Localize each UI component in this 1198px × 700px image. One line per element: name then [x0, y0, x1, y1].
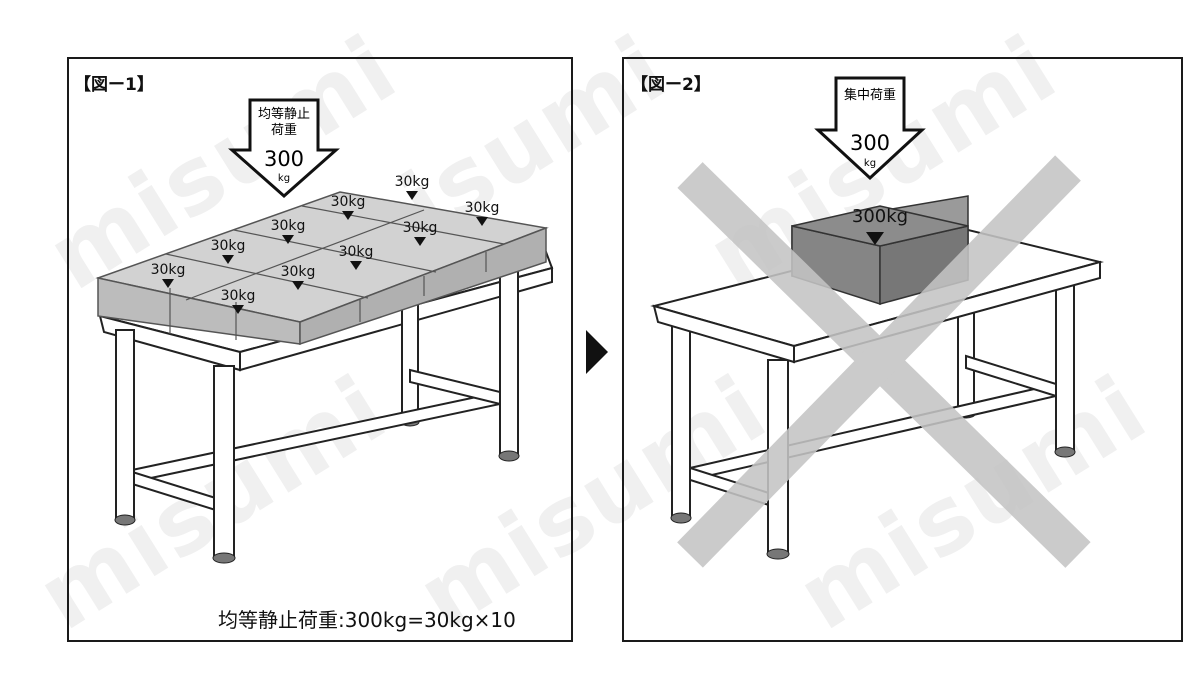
box-label: 30kg — [221, 288, 256, 304]
arrow-unit: kg — [864, 158, 876, 169]
down-triangle-icon — [866, 232, 884, 245]
down-triangle-icon — [222, 255, 234, 264]
box-label: 30kg — [331, 194, 366, 210]
arrow-label: 集中荷重 — [844, 87, 896, 103]
box-label: 30kg — [211, 238, 246, 254]
down-triangle-icon — [342, 211, 354, 220]
down-triangle-icon — [282, 235, 294, 244]
box-label: 300kg — [852, 206, 908, 227]
prohibited-cross-icon — [677, 155, 1091, 568]
down-triangle-icon — [476, 217, 488, 226]
arrow-value: 300 — [264, 147, 304, 171]
down-triangle-icon — [406, 191, 418, 200]
box-label: 30kg — [339, 244, 374, 260]
box-labels: 30kg 30kg 30kg 30kg 30kg 30kg 30kg 30kg 30kg 30kg — [151, 174, 500, 314]
box-label: 30kg — [403, 220, 438, 236]
down-triangle-icon — [162, 279, 174, 288]
figure-1-panel — [67, 57, 573, 642]
uniform-load-arrow: 均等静止 荷重 300 kg — [228, 98, 340, 199]
arrow-label-line1: 均等静止 — [258, 106, 310, 122]
concentrated-box: 300kg — [791, 195, 969, 306]
concentrated-load-arrow: 集中荷重 300 kg — [814, 76, 926, 181]
down-triangle-icon — [414, 237, 426, 246]
box-label: 30kg — [465, 200, 500, 216]
arrow-unit: kg — [278, 173, 290, 184]
down-triangle-icon — [292, 281, 304, 290]
box-label: 30kg — [271, 218, 306, 234]
box-label: 30kg — [151, 262, 186, 278]
arrow-value: 300 — [850, 131, 890, 155]
figure-2-title: 【図ー2】 — [631, 75, 711, 95]
down-triangle-icon — [350, 261, 362, 270]
next-arrow-icon — [586, 330, 608, 374]
box-grid — [95, 191, 549, 346]
box-label: 30kg — [281, 264, 316, 280]
figure-1-caption: 均等静止荷重:300kg=30kg×10 — [218, 608, 516, 632]
down-triangle-icon — [232, 305, 244, 314]
figure-1-title: 【図ー1】 — [74, 75, 154, 95]
figure-2-panel — [622, 57, 1183, 642]
arrow-label-line2: 荷重 — [271, 122, 297, 138]
box-label: 30kg — [395, 174, 430, 190]
